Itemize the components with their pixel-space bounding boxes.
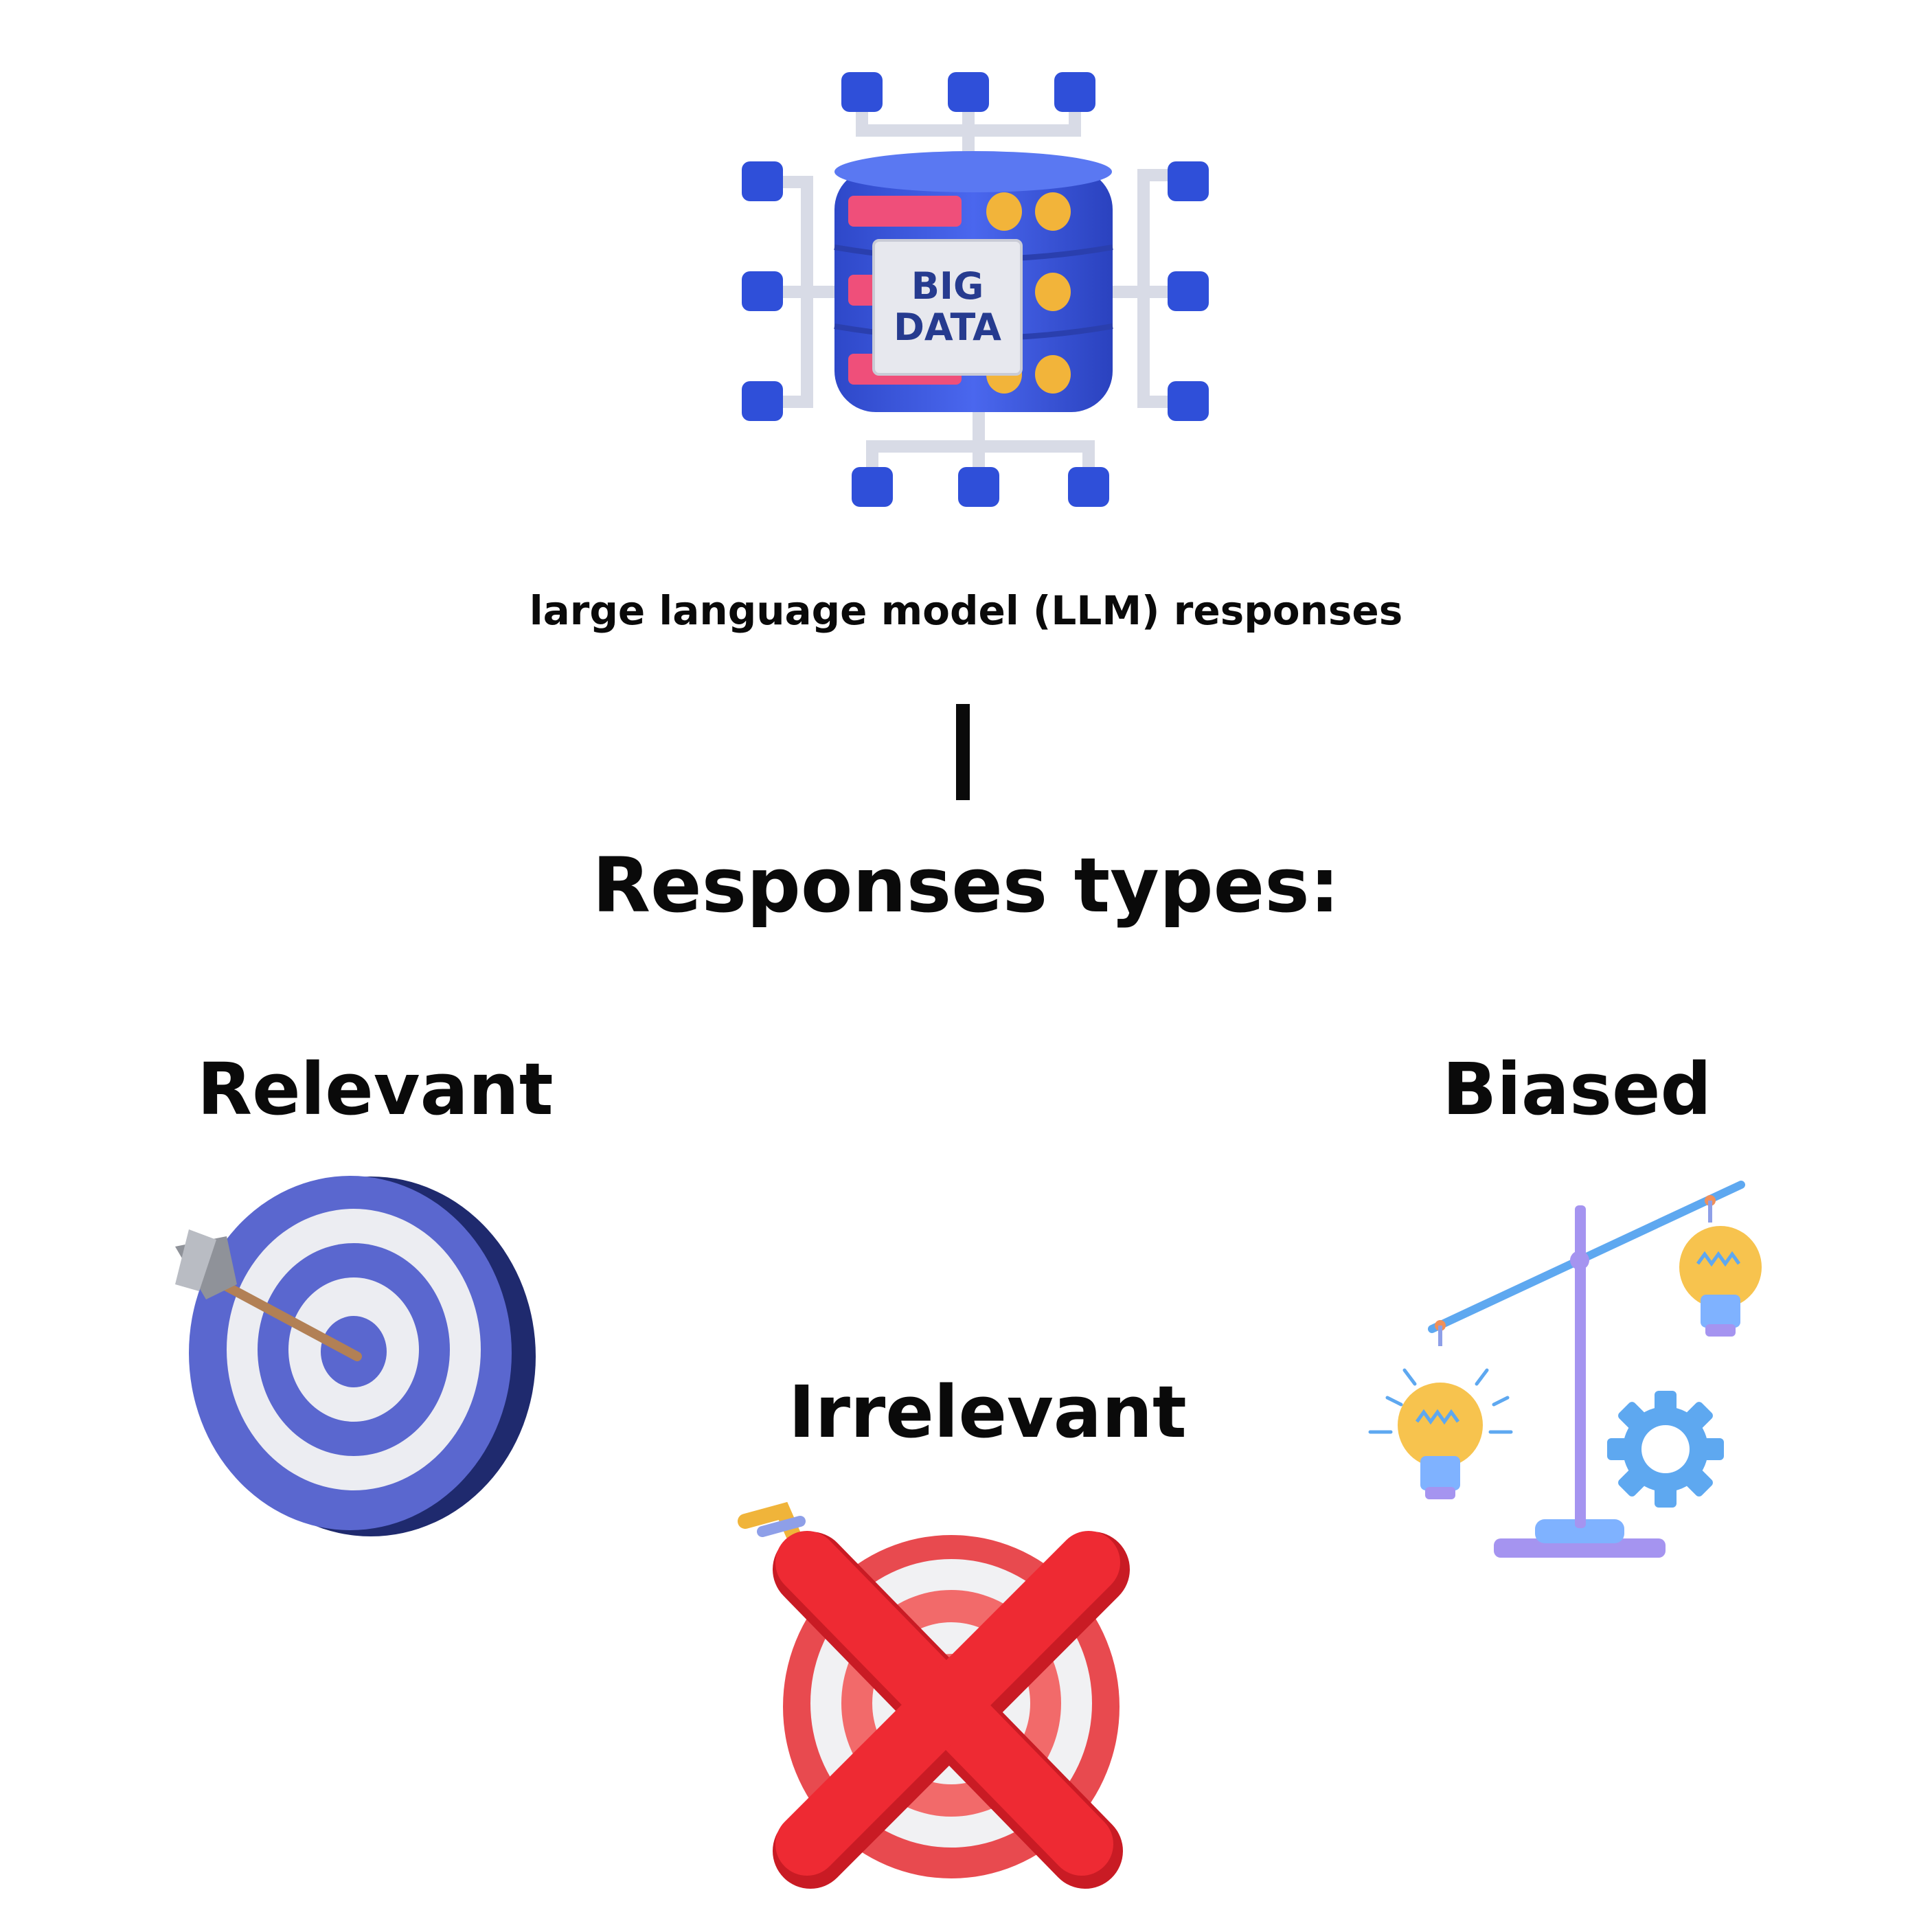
subtitle: large language model (LLM) responses <box>529 587 1403 634</box>
big-data-label-line1: BIG <box>911 264 984 308</box>
label-biased: Biased <box>1442 1047 1712 1131</box>
label-relevant: Relevant <box>197 1047 554 1131</box>
connector-line <box>956 704 970 800</box>
heading: Responses types: <box>592 841 1340 929</box>
label-irrelevant: Irrelevant <box>788 1370 1187 1454</box>
big-data-label-line2: DATA <box>894 306 1001 349</box>
